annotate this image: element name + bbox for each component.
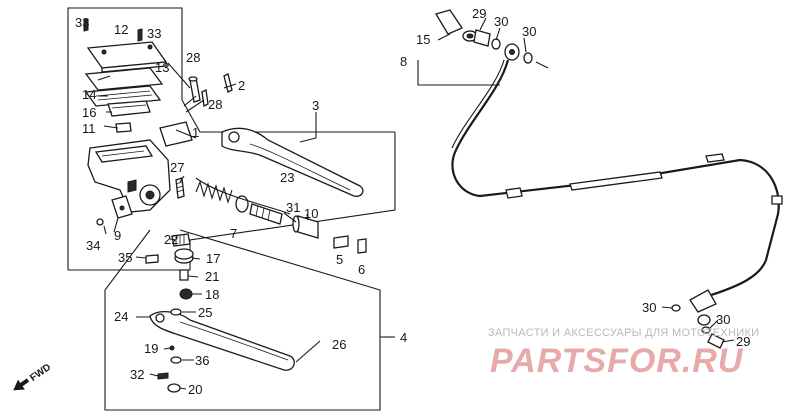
callout-34: 34 [86, 238, 100, 253]
adjuster-22 [171, 233, 191, 247]
reservoir-cap [86, 41, 168, 73]
callout-21: 21 [205, 269, 219, 284]
callout-19: 19 [144, 341, 158, 356]
callout-16: 16 [82, 105, 96, 120]
piston [249, 203, 283, 225]
washer-30a [491, 38, 501, 50]
leader-3b [299, 137, 317, 143]
callout-5: 5 [336, 252, 343, 267]
switch-5-6 [333, 235, 367, 254]
callout-4: 4 [400, 330, 407, 345]
screw-35 [145, 254, 159, 264]
callout-17: 17 [206, 251, 220, 266]
callout-30a: 30 [494, 14, 508, 29]
pivot-28b [201, 89, 209, 107]
callout-13: 13 [155, 60, 169, 75]
switch-clamp [111, 195, 133, 219]
fwd-label: FWD [28, 362, 53, 384]
callout-26: 26 [332, 337, 346, 352]
bleeder-27 [175, 177, 185, 199]
callout-33b: 33 [147, 26, 161, 41]
callout-20: 20 [188, 382, 202, 397]
callout-18: 18 [205, 287, 219, 302]
washer-30b [523, 52, 533, 64]
banjo-lower-top [504, 43, 520, 61]
bolt-29a [473, 29, 491, 47]
float-plate [107, 100, 151, 117]
callout-14: 14 [82, 87, 96, 102]
banjo-fitting-bottom [689, 289, 717, 326]
callout-15: 15 [416, 32, 430, 47]
fwd-arrow: FWD [13, 362, 53, 391]
callout-25: 25 [198, 305, 212, 320]
lever-assembly-frame [104, 229, 381, 411]
callout-35: 35 [118, 250, 132, 265]
callout-3: 3 [312, 98, 319, 113]
callout-30c: 30 [642, 300, 656, 315]
boot [292, 215, 319, 239]
dash-arrow [535, 61, 549, 69]
callout-9: 9 [114, 228, 121, 243]
callout-28b: 28 [208, 97, 222, 112]
nut-20 [167, 383, 181, 393]
callout-11: 11 [82, 121, 96, 136]
screw-34 [96, 218, 104, 226]
callout-31: 31 [286, 200, 300, 215]
cap-plate [84, 67, 164, 91]
watermark-brand: PARTSFOR.RU [490, 342, 744, 380]
washer-30d [701, 326, 711, 334]
upper-lever [221, 127, 364, 197]
screw-2 [223, 73, 233, 93]
callout-29b: 29 [736, 334, 750, 349]
callout-30b: 30 [522, 24, 536, 39]
knob-17 [174, 248, 194, 264]
callout-22: 22 [164, 232, 178, 247]
callout-24: 24 [114, 309, 128, 324]
washer-36 [170, 356, 182, 364]
callout-8: 8 [400, 54, 407, 69]
master-cylinder-body [87, 121, 193, 213]
callout-36: 36 [195, 353, 209, 368]
pin-19 [169, 345, 175, 351]
collar-18 [179, 288, 193, 300]
callout-28a: 28 [186, 50, 200, 65]
callout-32: 32 [130, 367, 144, 382]
callout-2: 2 [238, 78, 245, 93]
callout-30d: 30 [716, 312, 730, 327]
callout-6: 6 [358, 262, 365, 277]
spring [195, 180, 233, 204]
spacer-25 [170, 308, 182, 316]
callout-33a: 33 [75, 15, 89, 30]
callout-7: 7 [230, 226, 237, 241]
bolt-29b [707, 333, 725, 349]
callout-27: 27 [170, 160, 184, 175]
callout-12: 12 [114, 22, 128, 37]
callout-10: 10 [304, 206, 318, 221]
brake-hose [451, 59, 783, 298]
bolt-28a [188, 76, 201, 103]
callout-29a: 29 [472, 6, 486, 21]
small-clip [115, 122, 132, 133]
callout-1: 1 [192, 125, 199, 140]
bolt-32 [157, 372, 169, 380]
callout-23: 23 [280, 170, 294, 185]
washer-30c [671, 304, 681, 312]
watermark-caption: ЗАПЧАСТИ И АКСЕССУАРЫ ДЛЯ МОТОТЕХНИКИ [488, 327, 759, 339]
master-cylinder-frame-lower [68, 132, 396, 271]
banjo-fitting-top [435, 9, 478, 42]
nut-21 [179, 269, 189, 281]
screw-33 [83, 18, 143, 42]
